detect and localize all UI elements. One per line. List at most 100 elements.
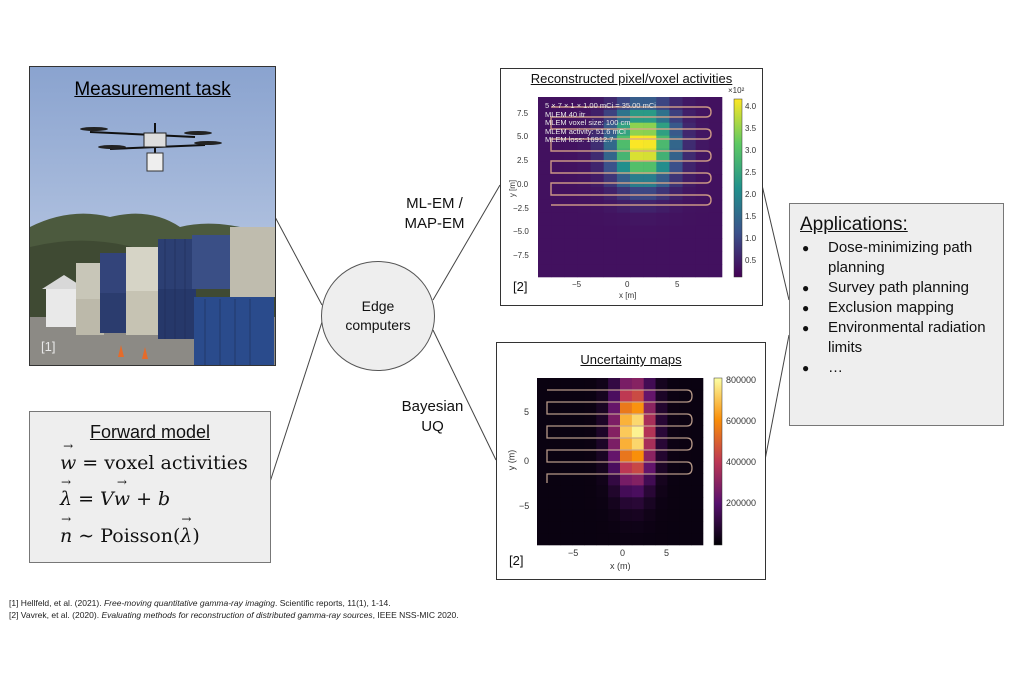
heatmap-cell xyxy=(620,389,633,403)
heatmap-cell xyxy=(548,413,562,426)
heatmap-cell xyxy=(572,401,585,415)
heatmap-cell xyxy=(590,238,604,252)
heatmap-cell xyxy=(584,521,597,534)
heatmap-cell xyxy=(655,473,668,486)
heatmap-cell xyxy=(643,378,656,391)
heatmap-cell xyxy=(630,225,644,239)
heatmap-cell xyxy=(669,264,683,278)
edge-label-line1: Edge xyxy=(361,298,395,314)
heatmap-cell xyxy=(631,401,645,415)
applications-title: Applications: xyxy=(800,214,908,235)
heatmap-cell xyxy=(608,533,621,546)
heatmap-cell xyxy=(667,497,680,510)
heatmap-cell xyxy=(695,238,710,252)
heatmap-cell xyxy=(538,97,552,111)
heatmap-cell xyxy=(682,199,696,214)
heatmap-cell xyxy=(564,199,578,214)
heatmap-cell xyxy=(548,378,562,391)
heatmap-cell xyxy=(691,533,704,546)
heatmap-cell xyxy=(548,461,562,474)
method-label-mlem: ML-EM / MAP-EM xyxy=(387,194,482,234)
heatmap-cell xyxy=(603,238,618,252)
heatmap-cell xyxy=(538,238,552,252)
heatmap-cell xyxy=(691,401,704,415)
x-tick: 5 xyxy=(675,280,680,289)
heatmap-cell xyxy=(608,509,621,522)
heatmap-cell xyxy=(608,413,621,426)
heatmap-cell xyxy=(631,425,645,438)
heatmap-cell xyxy=(560,485,573,498)
heatmap-cell xyxy=(620,461,633,474)
heatmap-cell xyxy=(620,378,633,391)
heatmap-cell xyxy=(630,161,644,175)
heatmap-cell xyxy=(564,212,578,226)
heatmap-cell xyxy=(608,401,621,415)
heatmap-cell xyxy=(643,238,657,252)
footnote-2-source: , IEEE NSS-MIC 2020. xyxy=(372,610,459,620)
heatmap-cell xyxy=(596,437,609,450)
heatmap-cell xyxy=(572,521,585,534)
heatmap-cell xyxy=(608,521,621,534)
colorbar-tick: 4.0 xyxy=(745,102,757,111)
info-line: MLEM activity: 51.6 mCi xyxy=(545,126,626,136)
heatmap-cell xyxy=(572,485,585,498)
y-tick: −7.5 xyxy=(513,251,529,260)
heatmap-cell xyxy=(548,485,562,498)
heatmap-cell xyxy=(590,187,604,201)
heatmap-cell xyxy=(577,225,591,239)
heatmap-cell xyxy=(572,497,585,510)
heatmap-cell xyxy=(682,161,696,175)
list-item: … xyxy=(800,358,1000,378)
heatmap-cell xyxy=(708,135,723,149)
heatmap-cell xyxy=(695,161,710,175)
list-item: Environmental radiation limits xyxy=(800,318,1000,358)
heatmap-cell xyxy=(577,187,591,201)
heatmap-cell xyxy=(537,533,550,546)
heatmap-cell xyxy=(667,533,680,546)
heatmap-cell xyxy=(643,401,656,415)
heatmap-cell xyxy=(667,389,680,403)
heatmap-cell xyxy=(537,449,550,462)
heatmap-cell xyxy=(669,187,683,201)
heatmap-cell xyxy=(572,509,585,522)
heatmap-cell xyxy=(679,389,692,403)
heatmap-cell xyxy=(572,473,585,486)
heatmap-cell xyxy=(631,533,645,546)
heatmap-cell xyxy=(590,174,604,188)
heatmap-cell xyxy=(596,413,609,426)
heatmap-cell xyxy=(577,174,591,188)
list-item: Survey path planning xyxy=(800,278,1000,298)
heatmap-cell xyxy=(548,521,562,534)
heatmap-cell xyxy=(560,389,573,403)
heatmap-cell xyxy=(564,225,578,239)
heatmap-cell xyxy=(537,401,550,415)
heatmap-cell xyxy=(548,473,562,486)
heatmap-cell xyxy=(643,497,656,510)
heatmap-cell xyxy=(643,161,657,175)
footnote-1-authors: [1] Hellfeld, et al. (2021). xyxy=(9,598,104,608)
colorbar-tick: 200000 xyxy=(726,498,757,508)
heatmap-cell xyxy=(603,225,618,239)
heatmap-cell xyxy=(596,389,609,403)
heatmap-cell xyxy=(667,485,680,498)
method-label-bayesian: Bayesian UQ xyxy=(390,397,475,437)
heatmap-cell xyxy=(584,378,597,391)
heatmap-cell xyxy=(564,161,578,175)
heatmap-cell xyxy=(572,533,585,546)
heatmap-cell xyxy=(695,264,710,278)
heatmap-cell xyxy=(620,533,633,546)
heatmap-cell xyxy=(584,473,597,486)
heatmap-cell xyxy=(669,174,683,188)
heatmap-cell xyxy=(596,533,609,546)
heatmap-cell xyxy=(584,497,597,510)
footnote-1-title: Free-moving quantitative gamma-ray imagi… xyxy=(103,598,275,608)
y-tick: −5 xyxy=(519,501,530,511)
heatmap-cell xyxy=(564,174,578,188)
heatmap-cell xyxy=(551,225,565,239)
heatmap-cell xyxy=(551,264,565,278)
eq3-rhs: Poisson( xyxy=(100,525,181,547)
heatmap-cell xyxy=(708,148,723,162)
heatmap-cell xyxy=(643,485,656,498)
heatmap-cell xyxy=(695,212,710,226)
heatmap-cell xyxy=(603,251,618,265)
